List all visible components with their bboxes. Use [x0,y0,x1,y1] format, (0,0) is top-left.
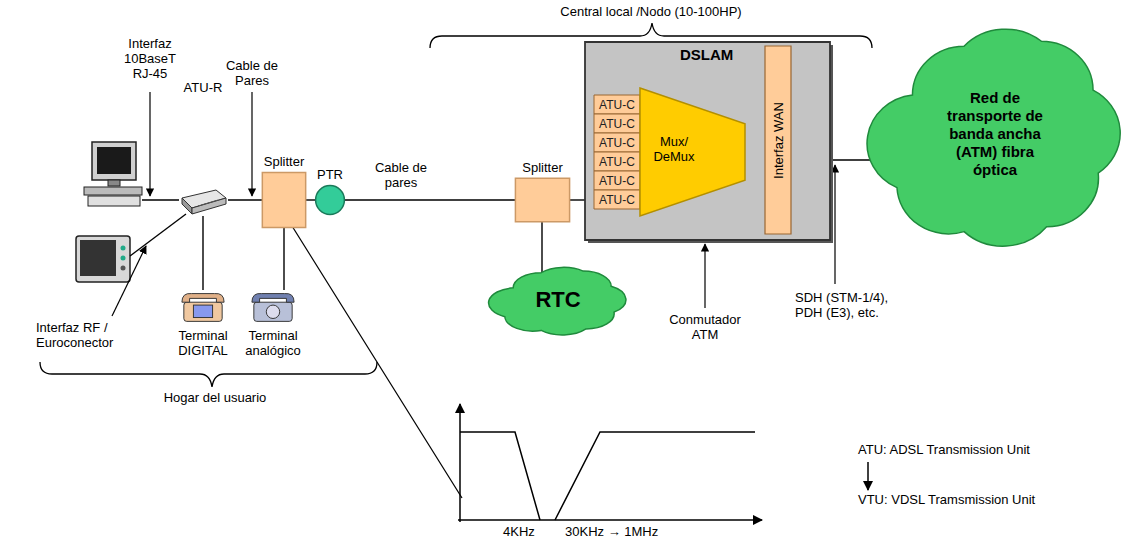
node-text: Terminal analógico [237,328,309,358]
leader-line [292,226,462,498]
mux-trapezoid: Mux/ DeMux [640,88,745,216]
annotation-label: 30KHz → 1MHz [565,524,658,539]
analog-phone-outline [250,290,296,324]
atu-c-box: ATU-C [594,114,640,133]
dslam-box: DSLAM ATU-C ATU-C ATU-C ATU-C ATU-C ATU-C Mux/ … [585,42,830,240]
atu-c-box: ATU-C [594,171,640,190]
annotation-label: VTU: VDSL Tramsmission Unit [858,492,1035,507]
tv-icon [76,236,130,282]
computer-icon [84,142,142,206]
annotation-label: SDH (STM-1/4), PDH (E3), etc. [795,290,910,320]
leader-arrow [112,246,146,316]
connector [228,199,262,200]
node-text: Interfaz WAN [771,55,786,225]
legend-arrow [867,462,869,490]
node-text: Terminal DIGITAL [167,328,239,358]
node-text: ATU-C [599,174,635,188]
node-text: RTC [535,288,580,312]
atu-c-box: ATU-C [594,133,640,152]
spectrum-chart [458,404,762,522]
annotation-label: Central local /Nodo (10-100HP) [520,4,782,19]
leader-arrow [149,92,150,196]
annotation-label: Interfaz RF / Euroconector [36,320,154,350]
digital-phone-outline [180,290,226,324]
splitter-box-outline [262,172,306,228]
atu-c-box: ATU-C [594,152,640,171]
annotation-label: Interfaz 10BaseT RJ-45 [120,36,180,81]
transport-cloud: Red de transporte de banda ancha (ATM) f… [866,12,1124,256]
node-text: Splitter [522,160,562,175]
connector [306,199,315,200]
connector [570,199,585,200]
connector [541,222,542,272]
node-text: PTR [317,167,343,182]
splitter-box: Splitter [515,178,570,222]
connector [345,199,515,200]
brace [40,362,377,387]
modem-device: ATU-R [178,184,228,216]
connector [202,216,203,290]
annotation-label: Conmutador ATM [665,312,745,342]
ptr-circle-outline [315,185,345,215]
leader-arrow [251,92,252,196]
node-text: DSLAM [680,47,733,62]
connector [283,228,284,290]
analog-phone: Terminal analógico [250,290,296,324]
splitter-box-outline [515,178,570,222]
node-text: ATU-C [599,98,635,112]
node-text: ATU-C [599,117,635,131]
rf-cable [130,214,186,256]
annotation-label: 4KHz [503,524,535,539]
node-text: ATU-C [599,155,635,169]
pstn-cloud: RTC [488,262,628,338]
leader-arrow [704,244,705,308]
leader-arrow [834,165,835,284]
annotation-label: Cable de Pares [220,58,284,88]
node-text: Splitter [264,154,304,169]
node-text: ATU-C [599,193,635,207]
annotation-label: Cable de pares [370,160,432,190]
node-text: Red de transporte de banda ancha (ATM) f… [936,89,1054,179]
annotation-label: Hogar del usuario [140,390,290,405]
ethernet-cable [142,199,179,200]
node-text: ATU-R [184,80,223,95]
modem-device-outline [178,184,228,216]
node-text: Mux/ DeMux [648,134,700,164]
annotation-label: ATU: ADSL Transmission Unit [858,442,1030,457]
ptr-circle: PTR [315,185,345,215]
atu-c-box: ATU-C [594,190,640,209]
digital-phone: Terminal DIGITAL [180,290,226,324]
atu-c-box: ATU-C [594,95,640,114]
splitter-box: Splitter [262,172,306,228]
wan-interface-box: Interfaz WAN [765,46,791,234]
node-text: ATU-C [599,136,635,150]
